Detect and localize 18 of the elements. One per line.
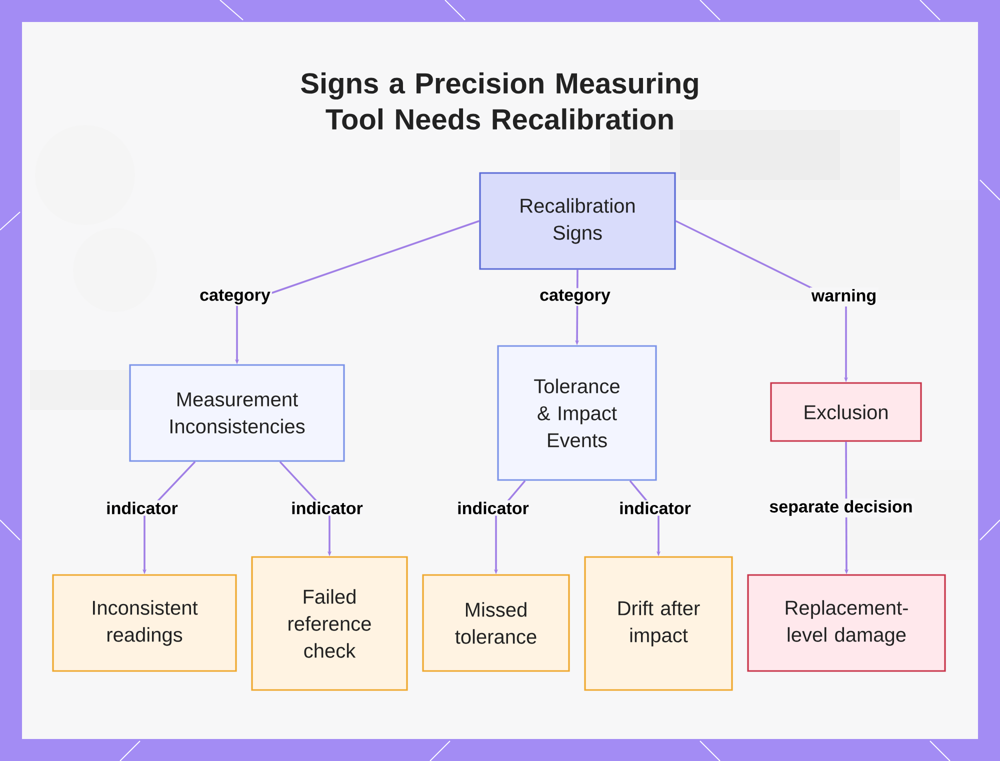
warning-box: Replacement-level damage	[747, 574, 946, 672]
title: Signs a Precision Measuring Tool Needs Recalibration	[301, 72, 698, 130]
indicator-box: Failed reference check	[251, 556, 408, 691]
category-box: Tolerance & Impact Events	[497, 345, 657, 481]
indicator-box: Missed tolerance	[422, 574, 570, 672]
indicator-box: Inconsistent readings	[52, 574, 237, 672]
edge-label: indicator	[290, 500, 364, 516]
edge-label: category	[198, 288, 272, 306]
indicator-box: Drift after impact	[584, 556, 733, 691]
edge-label: separate decision	[768, 498, 914, 518]
warning-box: Exclusion	[770, 382, 922, 442]
category-box: Measurement Inconsistencies	[129, 364, 345, 462]
edge-label: category	[538, 288, 612, 306]
edge-label: indicator	[456, 500, 530, 516]
edge-label: warning	[810, 288, 878, 306]
edge-label: indicator	[104, 500, 180, 516]
edge-label: indicator	[618, 500, 692, 516]
category-box: Recalibration Signs	[479, 172, 676, 270]
